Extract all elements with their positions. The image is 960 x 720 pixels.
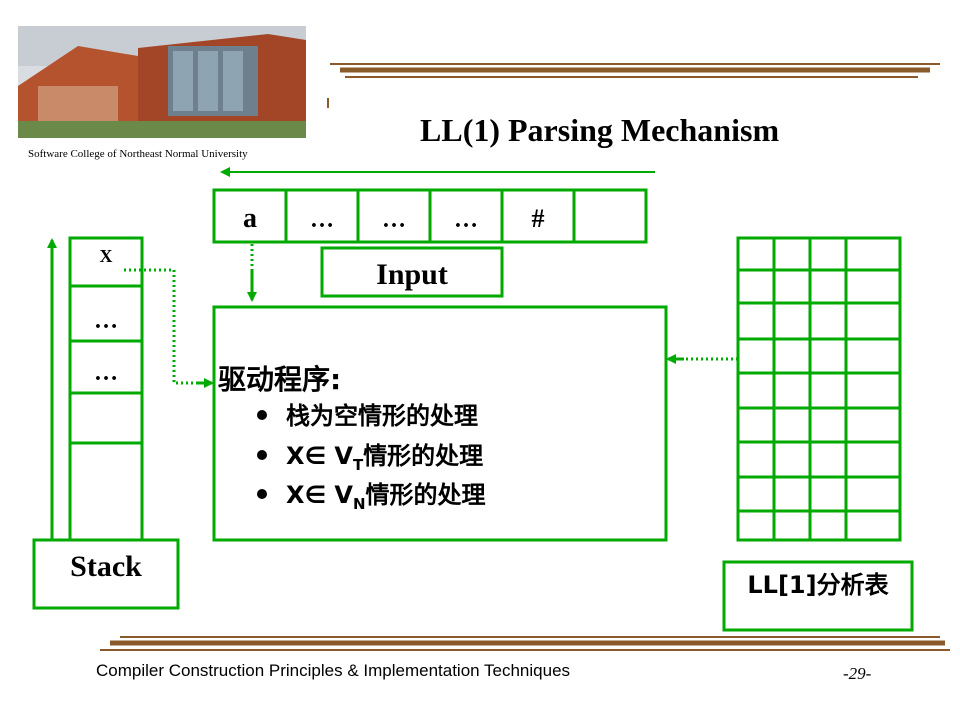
- input-cell: [356, 188, 432, 244]
- input-cell: [428, 188, 504, 244]
- stack-column: X … …: [68, 236, 144, 542]
- input-symbol: …: [454, 207, 478, 233]
- ll1-analysis-table: [736, 236, 902, 542]
- footer-decoration-bars: [100, 636, 950, 651]
- stack-cell: [68, 441, 144, 542]
- input-cell: [212, 188, 288, 244]
- table-label-box: [722, 560, 914, 632]
- footer-text: Compiler Construction Principles & Imple…: [96, 661, 571, 680]
- driver-item: X∈ VN情形的处理: [286, 481, 486, 513]
- input-label: Input: [376, 258, 448, 291]
- input-symbol: a: [243, 203, 257, 234]
- stack-cell: [68, 236, 144, 288]
- header-decoration-bars: [327, 63, 940, 108]
- input-cell: [500, 188, 576, 244]
- college-building-photo: [18, 26, 306, 138]
- input-symbol: …: [310, 207, 334, 233]
- bullet-icon: [257, 410, 267, 420]
- driver-heading: 驱动程序:: [218, 363, 341, 396]
- stack-label: Stack: [70, 550, 142, 583]
- stack-top-pointer-dotted: [124, 268, 198, 385]
- input-tape: a … … … #: [212, 188, 648, 244]
- bullet-icon: [257, 450, 267, 460]
- college-name: Software College of Northeast Normal Uni…: [28, 148, 248, 160]
- bullet-icon: [257, 489, 267, 499]
- input-symbol: #: [532, 204, 545, 233]
- page-number: -29-: [843, 664, 872, 683]
- stack-symbol: …: [94, 360, 118, 386]
- stack-cell: [68, 391, 144, 445]
- stack-symbol: …: [94, 308, 118, 334]
- table-label: LL[1]分析表: [747, 571, 889, 599]
- input-cell: [572, 188, 648, 244]
- stack-symbol: X: [100, 246, 113, 266]
- input-label-box: [320, 246, 504, 298]
- driver-program-box: [212, 305, 668, 542]
- slide-title: LL(1) Parsing Mechanism: [420, 112, 780, 148]
- input-symbol: …: [382, 207, 406, 233]
- stack-label-box: [32, 538, 180, 610]
- driver-item: 栈为空情形的处理: [286, 402, 478, 430]
- driver-item: X∈ VT情形的处理: [286, 442, 483, 474]
